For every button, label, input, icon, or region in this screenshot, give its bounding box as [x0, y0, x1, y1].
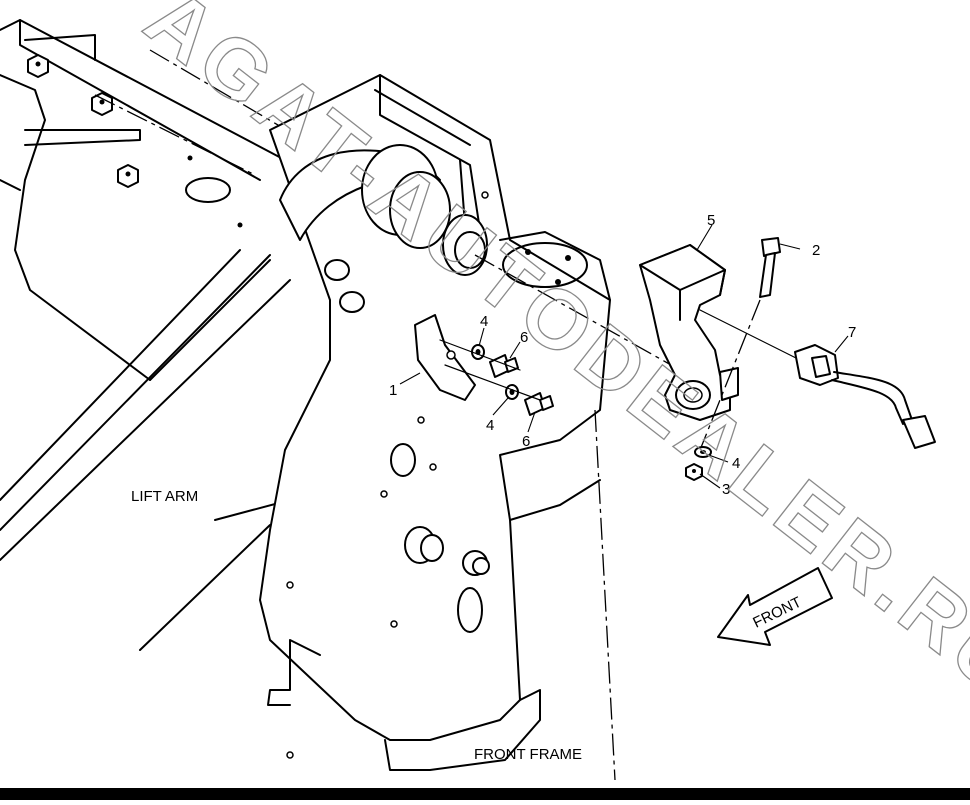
tower-boss — [462, 550, 490, 576]
callout-2: 2 — [812, 242, 820, 259]
callout-6: 6 — [520, 329, 528, 346]
part-4-washer-lower — [505, 384, 519, 400]
callout-7: 7 — [848, 324, 856, 341]
front-frame — [259, 74, 681, 781]
arm-bolt-head — [117, 164, 139, 188]
callout-4: 4 — [486, 417, 494, 434]
lift-arm-label: LIFT ARM — [131, 488, 198, 505]
callout-6: 6 — [522, 433, 530, 450]
part-4-washer-upper — [471, 344, 485, 360]
part-6-bolt-lower — [524, 392, 554, 416]
leader-lines — [399, 224, 849, 489]
lift-arm — [0, 19, 296, 651]
callout-3: 3 — [722, 481, 730, 498]
frame-pin — [324, 259, 365, 313]
arm-bolt-head — [91, 92, 113, 116]
part-7-sensor — [699, 309, 936, 449]
front-frame-label: FRONT FRAME — [474, 746, 582, 763]
front-arrow — [717, 567, 833, 646]
callout-1: 1 — [389, 382, 397, 399]
callout-5: 5 — [707, 212, 715, 229]
arm-bolt-head — [27, 54, 49, 78]
part-2-bolt — [759, 237, 781, 298]
callout-4: 4 — [480, 313, 488, 330]
part-3-nut — [685, 463, 703, 481]
watermark: AGAT-AUTODEALER.RU — [129, 0, 970, 715]
callout-4: 4 — [732, 455, 740, 472]
part-1-bracket — [414, 314, 476, 401]
part-5-sensor-bracket — [639, 244, 739, 421]
tower-boss — [404, 526, 444, 564]
bottom-border — [0, 788, 970, 800]
pivot-pin — [279, 144, 488, 276]
